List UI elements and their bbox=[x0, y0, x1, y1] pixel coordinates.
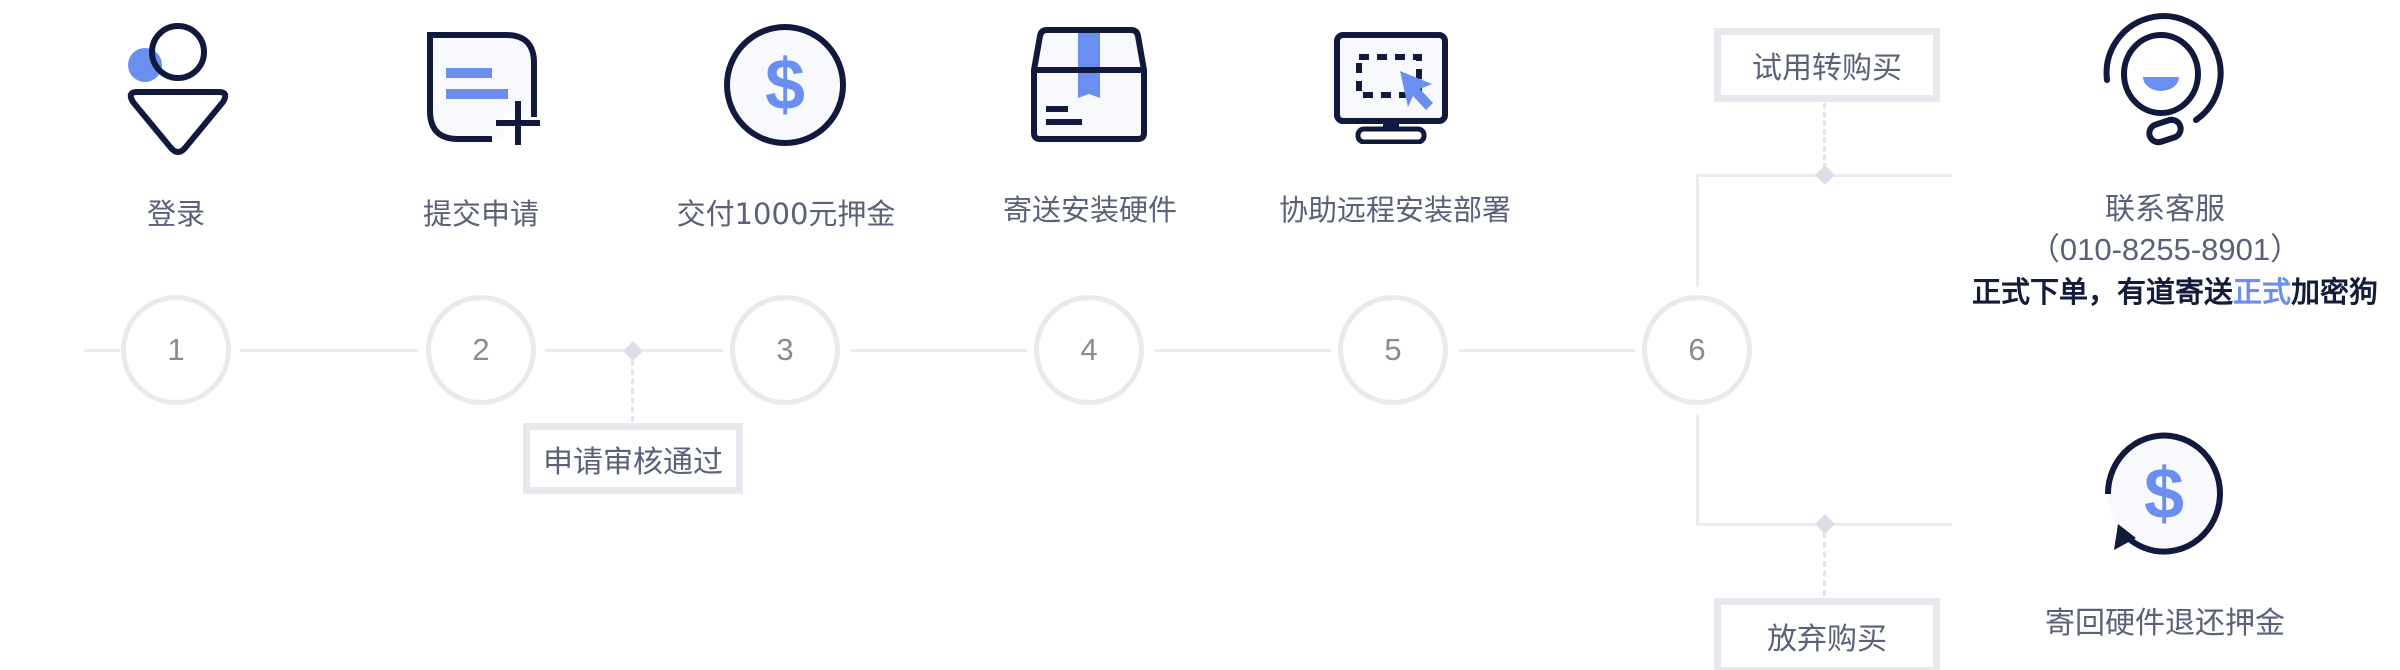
step-1-label: 登录 bbox=[146, 197, 205, 231]
package-box-icon bbox=[1030, 26, 1148, 143]
purchase-note-highlight: 正式 bbox=[2232, 275, 2291, 309]
purchase-marker bbox=[1815, 165, 1835, 185]
convert-to-purchase-tag: 试用转购买 bbox=[1714, 28, 1940, 102]
step-2-label: 提交申请 bbox=[422, 197, 539, 231]
timeline-connector bbox=[850, 349, 1027, 352]
timeline-connector bbox=[1459, 349, 1635, 352]
step-1-circle: 1 bbox=[121, 295, 231, 405]
timeline-connector bbox=[1154, 349, 1331, 352]
step-3-circle: 3 bbox=[730, 295, 840, 405]
step-1-number: 1 bbox=[167, 332, 185, 367]
dollar-coin-icon: $ bbox=[722, 22, 848, 148]
purchase-note-part1: 正式下单，有道寄送 bbox=[1971, 275, 2233, 309]
step-4-number: 4 bbox=[1080, 332, 1098, 367]
step-4-circle: 4 bbox=[1034, 295, 1144, 405]
user-icon bbox=[125, 20, 235, 158]
abandon-purchase-tag: 放弃购买 bbox=[1714, 598, 1940, 670]
step-3-label: 交付1000元押金 bbox=[676, 197, 896, 231]
refund-dollar-icon: $ bbox=[2100, 430, 2228, 558]
step-6-circle: 6 bbox=[1642, 295, 1752, 405]
step-6-number: 6 bbox=[1688, 332, 1706, 367]
headset-icon bbox=[2100, 12, 2228, 146]
monitor-cursor-icon bbox=[1333, 31, 1449, 144]
purchase-note: 正式下单，有道寄送正式加密狗 bbox=[1960, 272, 2390, 312]
timeline-connector bbox=[84, 349, 120, 352]
contact-service-title: 联系客服 bbox=[2105, 192, 2225, 227]
step-2-number: 2 bbox=[472, 332, 490, 367]
step-5-circle: 5 bbox=[1338, 295, 1448, 405]
step-4-label: 寄送安装硬件 bbox=[1002, 193, 1177, 227]
svg-text:$: $ bbox=[2144, 454, 2184, 534]
timeline-connector bbox=[240, 349, 418, 352]
review-passed-tag: 申请审核通过 bbox=[523, 423, 743, 494]
abandon-dash bbox=[1823, 532, 1826, 596]
purchase-note-part2: 加密狗 bbox=[2291, 275, 2379, 309]
abandon-marker bbox=[1815, 514, 1835, 534]
document-add-icon bbox=[426, 31, 540, 145]
svg-text:$: $ bbox=[765, 45, 805, 125]
step-5-number: 5 bbox=[1384, 332, 1402, 367]
step-5-label: 协助远程安装部署 bbox=[1278, 193, 1511, 227]
step-3-number: 3 bbox=[776, 332, 794, 367]
milestone-dash bbox=[631, 360, 634, 422]
purchase-dash bbox=[1823, 103, 1826, 169]
review-passed-label: 申请审核通过 bbox=[543, 444, 723, 480]
step-2-circle: 2 bbox=[426, 295, 536, 405]
milestone-marker bbox=[623, 341, 643, 361]
abandon-purchase-label: 放弃购买 bbox=[1767, 622, 1887, 657]
branch-up-line bbox=[1696, 174, 1699, 286]
contact-service-phone: （010-8255-8901） bbox=[2028, 232, 2302, 267]
branch-down-line bbox=[1696, 414, 1699, 526]
convert-to-purchase-label: 试用转购买 bbox=[1752, 51, 1902, 86]
return-hardware-label: 寄回硬件退还押金 bbox=[2045, 606, 2285, 641]
